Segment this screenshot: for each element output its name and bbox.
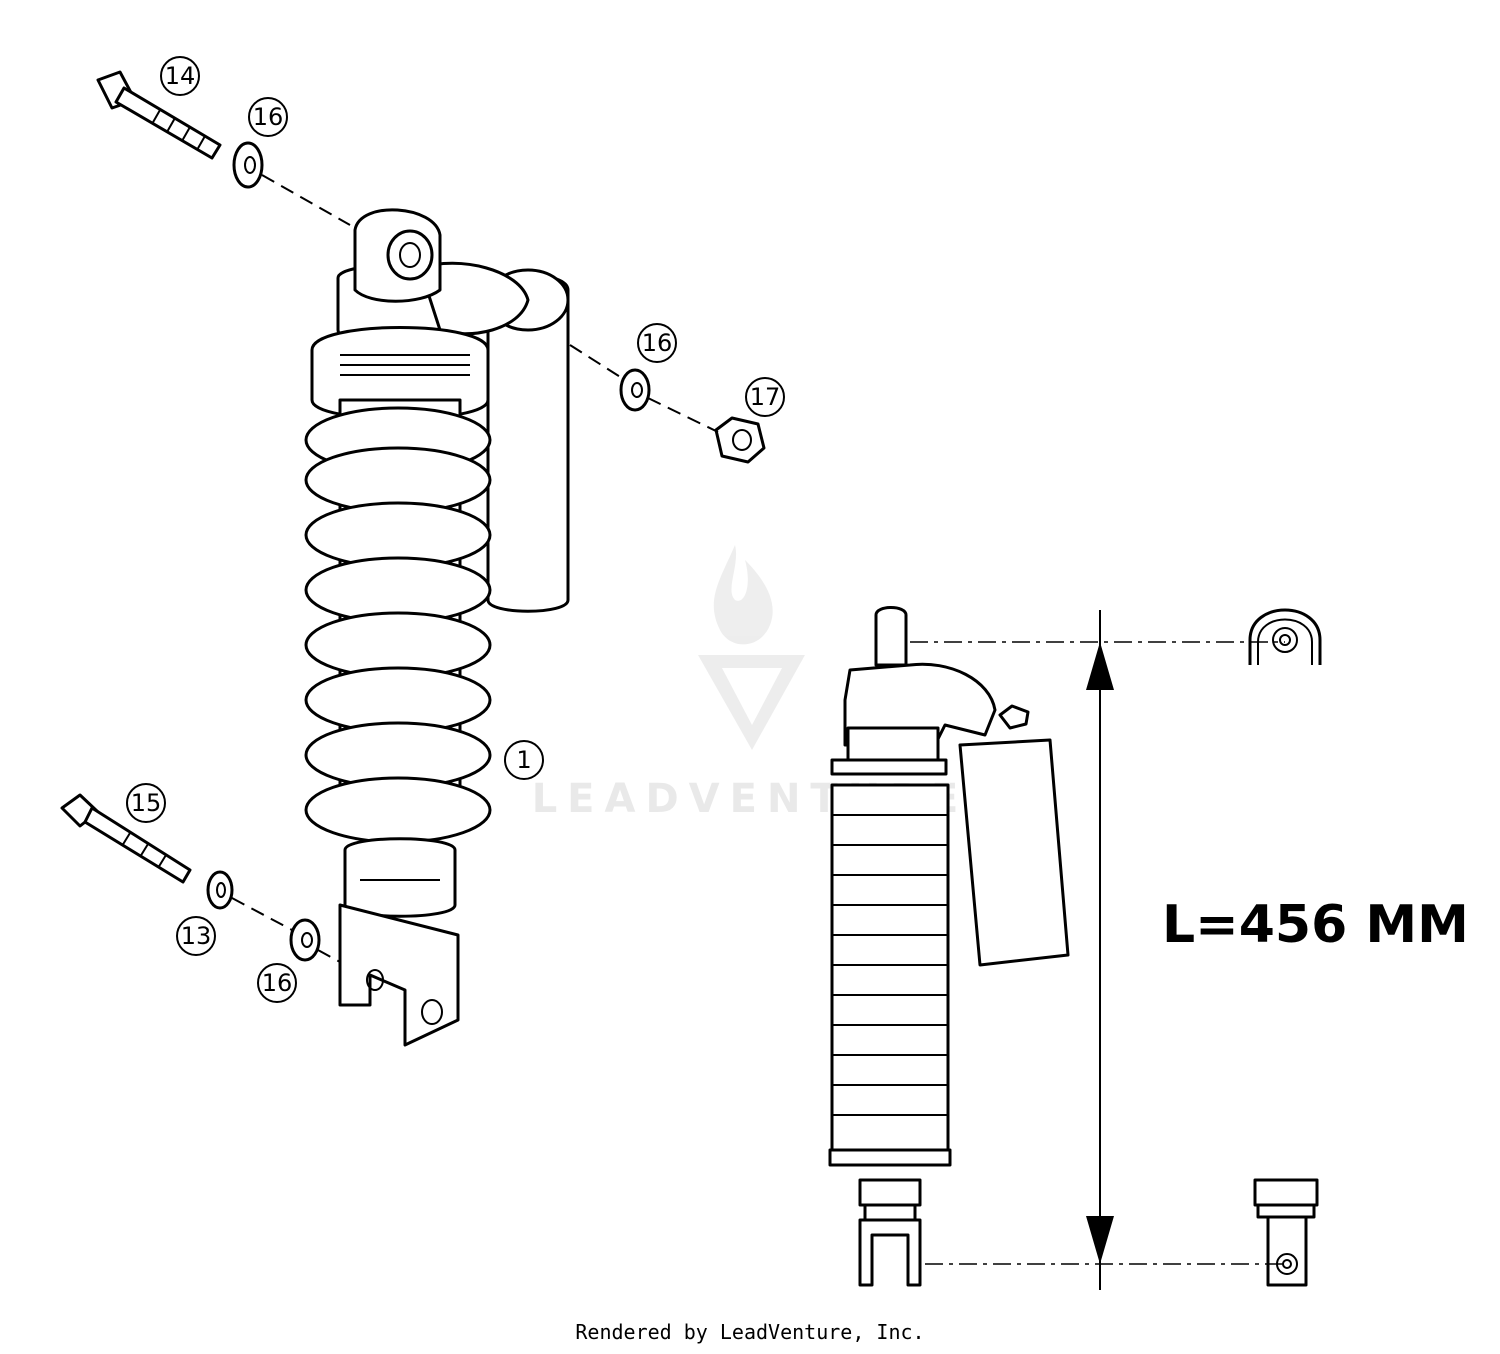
coil-spring xyxy=(304,406,492,844)
callout-14: 14 xyxy=(160,56,200,96)
top-eye-end-view xyxy=(1248,608,1322,665)
washer-16-top xyxy=(232,141,264,189)
callout-16-mid: 16 xyxy=(637,323,677,363)
callout-13: 13 xyxy=(176,916,216,956)
shock-absorber-assembly xyxy=(304,208,570,1047)
callout-15: 15 xyxy=(126,783,166,823)
callout-16-bottom: 16 xyxy=(257,963,297,1003)
length-label: L=456 MM xyxy=(1162,895,1469,955)
svg-text:13: 13 xyxy=(181,922,212,950)
svg-text:1: 1 xyxy=(516,746,531,774)
bolt-14 xyxy=(96,70,222,160)
svg-text:14: 14 xyxy=(165,62,196,90)
render-credit: Rendered by LeadVenture, Inc. xyxy=(575,1320,925,1344)
bottom-clevis-end-view xyxy=(1253,1178,1319,1287)
washer-13 xyxy=(206,870,234,910)
svg-text:16: 16 xyxy=(262,969,293,997)
svg-text:17: 17 xyxy=(750,383,781,411)
svg-text:15: 15 xyxy=(131,789,162,817)
callout-16-top: 16 xyxy=(248,97,288,137)
length-dimension xyxy=(910,610,1285,1290)
washer-16-bottom xyxy=(289,918,321,962)
shock-side-view xyxy=(828,606,1070,1287)
watermark-logo xyxy=(698,545,805,750)
washer-16-mid xyxy=(619,368,651,412)
svg-text:16: 16 xyxy=(253,103,284,131)
svg-text:16: 16 xyxy=(642,329,673,357)
callout-1: 1 xyxy=(504,740,544,780)
nut-17 xyxy=(714,416,766,464)
bolt-15 xyxy=(60,793,192,884)
callout-17: 17 xyxy=(745,377,785,417)
